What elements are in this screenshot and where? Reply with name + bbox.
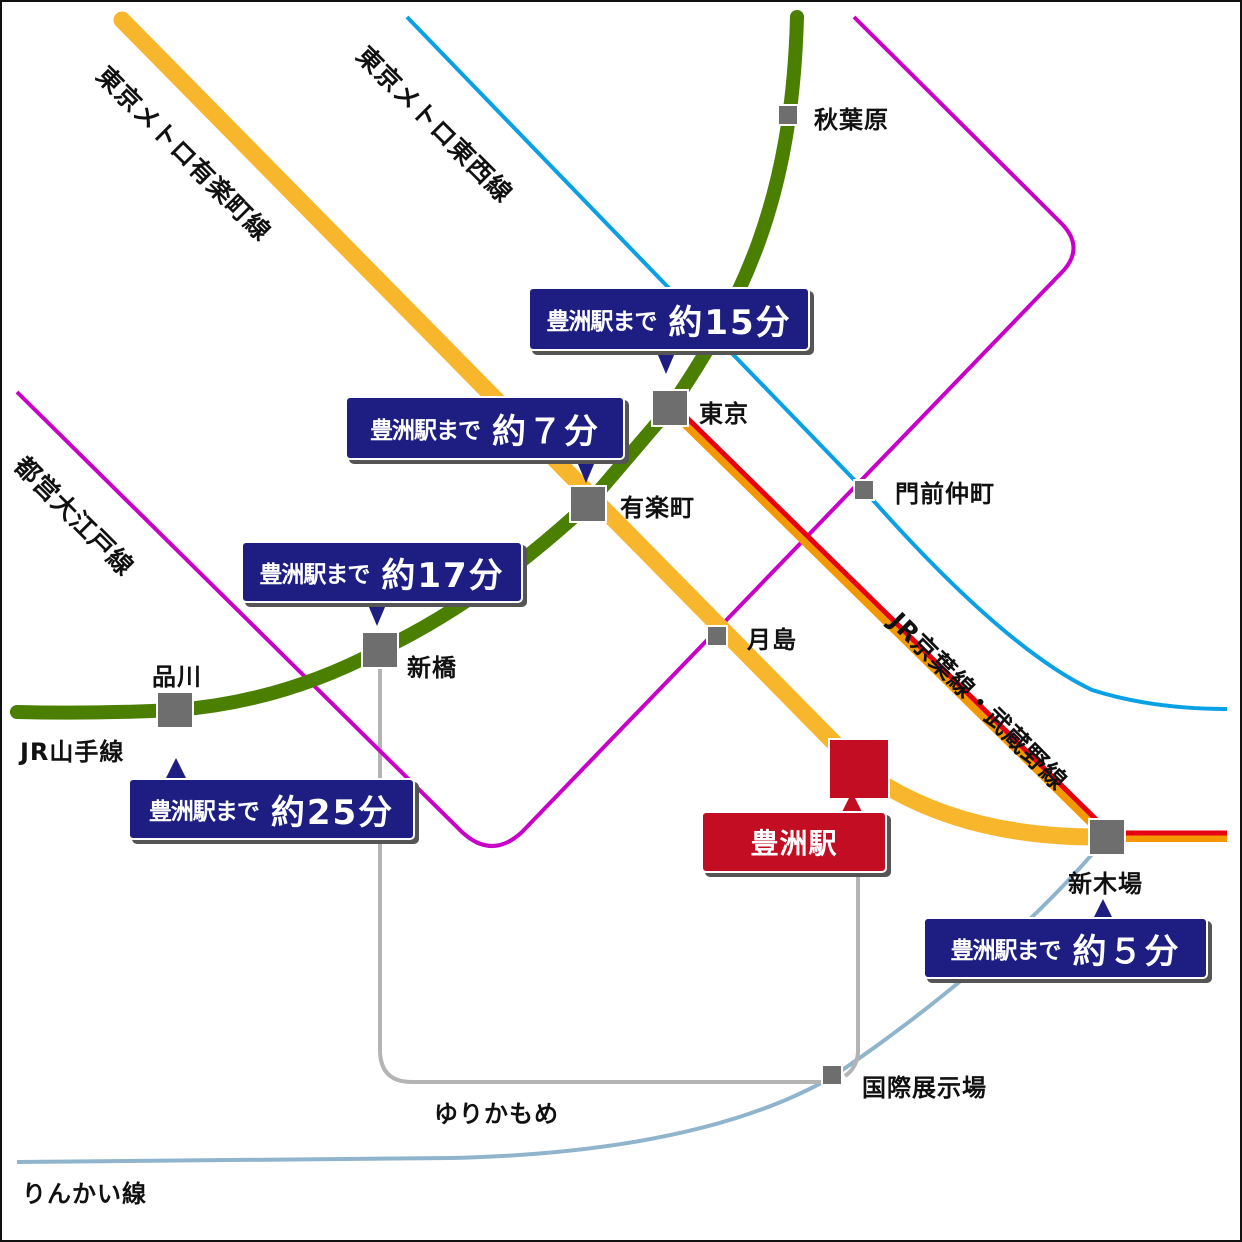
yamanote-line: [10, 10, 804, 720]
yamanote-line-label: JR山手線: [20, 738, 125, 766]
callout-time-shinkiba: 約５分: [1072, 931, 1181, 972]
callout-prefix: 豊洲駅まで: [148, 799, 260, 825]
oedo-line: [15, 15, 1076, 848]
station-label-shinkiba: 新木場: [1068, 870, 1143, 898]
station-label-kokusai-tenjijo: 国際展示場: [862, 1074, 987, 1102]
callout-pointer-tokyo: [655, 348, 677, 374]
callout-shinagawa: 豊洲駅まで 約25分: [128, 778, 415, 840]
callout-prefix: 豊洲駅まで: [950, 938, 1062, 964]
station-label-monzen-nakacho: 門前仲町: [895, 480, 995, 508]
callout-pointer-shinbashi: [366, 600, 388, 626]
station-label-tsukishima: 月島: [747, 626, 797, 654]
callout-tokyo: 豊洲駅まで 約15分: [528, 287, 810, 351]
station-shinkiba[interactable]: [1088, 818, 1126, 856]
callout-pointer-yurakucho: [575, 457, 597, 483]
station-shinbashi[interactable]: [361, 631, 399, 669]
callout-prefix: 豊洲駅まで: [546, 309, 657, 335]
tozai-line: [405, 15, 1228, 711]
toyosu-pointer: [841, 792, 863, 814]
yurikamome-line-label: ゆりかもめ: [434, 1100, 559, 1128]
callout-shinkiba: 豊洲駅まで 約５分: [923, 917, 1208, 979]
keiyo-line-red: [672, 403, 1227, 836]
station-toyosu[interactable]: [828, 738, 890, 800]
station-kokusai-tenjijo[interactable]: [821, 1064, 843, 1086]
station-tokyo[interactable]: [651, 389, 689, 427]
callout-time-shinbashi: 約17分: [381, 555, 505, 596]
callout-time-shinagawa: 約25分: [270, 792, 395, 833]
station-tsukishima[interactable]: [706, 625, 728, 647]
yurikamome-line: [378, 650, 832, 1084]
station-label-shinbashi: 新橋: [407, 654, 457, 682]
station-shinagawa[interactable]: [156, 691, 194, 729]
station-monzen-nakacho[interactable]: [853, 479, 875, 501]
station-label-yurakucho: 有楽町: [620, 494, 695, 522]
rinkai-line-label: りんかい線: [22, 1180, 147, 1208]
station-akihabara[interactable]: [777, 104, 799, 126]
callout-pointer-shinagawa: [165, 758, 187, 780]
station-label-shinagawa: 品川: [152, 663, 202, 691]
toyosu-label: 豊洲駅: [701, 811, 887, 873]
callout-yurakucho: 豊洲駅まで 約７分: [345, 396, 625, 460]
yurikamome-line-toyosu: [843, 872, 860, 1078]
station-yurakucho[interactable]: [569, 485, 607, 523]
rinkai-line: [16, 835, 1109, 1164]
callout-time-yurakucho: 約７分: [492, 411, 600, 452]
station-label-akihabara: 秋葉原: [814, 106, 889, 134]
station-label-tokyo: 東京: [699, 400, 749, 428]
callout-time-tokyo: 約15分: [668, 302, 792, 343]
callout-shinbashi: 豊洲駅まで 約17分: [241, 541, 523, 603]
callout-pointer-shinkiba: [1092, 899, 1114, 921]
callout-prefix: 豊洲駅まで: [370, 418, 481, 444]
callout-prefix: 豊洲駅まで: [259, 562, 370, 588]
